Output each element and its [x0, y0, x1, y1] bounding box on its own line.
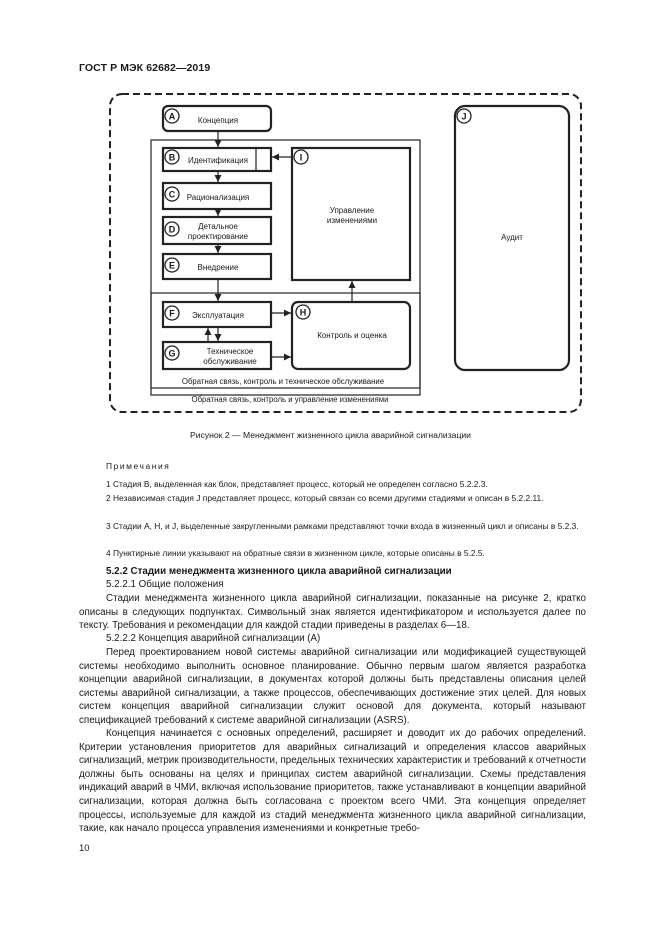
paragraph: Перед проектированием новой системы авар… — [79, 647, 586, 726]
stage-i-letter: I — [300, 153, 303, 163]
paragraph: Концепция начинается с основных определе… — [79, 728, 586, 835]
stage-j-box — [453, 104, 571, 372]
stage-e-label: Внедрение — [198, 263, 239, 272]
stage-a-box — [161, 104, 273, 133]
inner-loop-label: Обратная связь, контроль и техническое о… — [182, 377, 384, 386]
stage-h-letter: H — [300, 308, 307, 318]
stage-e-marker — [164, 257, 180, 273]
stage-g-label-line2: обслуживание — [203, 357, 257, 366]
note-item: 1 Стадия B, выделенная как блок, предста… — [106, 479, 488, 489]
stage-b-letter: B — [169, 153, 176, 163]
stage-f-label: Эксплуатация — [192, 311, 244, 320]
outer-loop-label: Обратная связь, контроль и управление из… — [192, 395, 389, 404]
stage-c-box — [161, 181, 273, 211]
note-item: 2 Независимая стадия J представляет проц… — [106, 493, 544, 503]
subsection-heading: 5.2.2.2 Концепция аварийной сигнализации… — [106, 633, 321, 644]
stage-j-label: Аудит — [501, 233, 523, 242]
notes-heading: Примечания — [106, 461, 171, 471]
stage-h-marker — [295, 304, 311, 320]
stage-d-label-line2: проектирование — [188, 232, 249, 241]
stage-a-marker — [164, 108, 180, 124]
lifecycle-frame — [150, 139, 421, 396]
stage-b-label: Идентификация — [188, 156, 248, 165]
stage-g-label-line1: Техническое — [207, 347, 254, 356]
stage-f-letter: F — [169, 309, 175, 319]
stage-i-label-line1: Управление — [330, 206, 375, 215]
stage-c-letter: C — [169, 190, 176, 200]
stage-a-label: Концепция — [198, 116, 238, 125]
stage-b-marker — [164, 149, 180, 165]
stage-f-marker — [164, 305, 180, 321]
stage-d-marker — [164, 221, 180, 237]
section-heading: 5.2.2 Стадии менеджмента жизненного цикл… — [106, 566, 452, 577]
operations-frame — [150, 292, 421, 389]
subsection-heading: 5.2.2.1 Общие положения — [106, 579, 224, 590]
stage-e-letter: E — [169, 261, 175, 271]
stage-c-label: Рационализация — [187, 193, 250, 202]
stage-g-box — [161, 340, 273, 371]
stage-e-box — [161, 252, 273, 281]
stage-h-box — [290, 300, 412, 371]
stage-i-label-line2: изменениями — [327, 216, 377, 225]
stage-j-marker — [456, 108, 472, 124]
stage-a-letter: A — [169, 112, 176, 122]
stage-f-box — [161, 300, 273, 329]
paragraph: Стадии менеджмента жизненного цикла авар… — [79, 593, 586, 632]
page-number: 10 — [79, 843, 90, 854]
note-item: 4 Пунктирные линии указывают на обратные… — [106, 548, 485, 558]
stage-g-letter: G — [168, 349, 175, 359]
stage-d-letter: D — [169, 225, 176, 235]
document-header: ГОСТ Р МЭК 62682—2019 — [79, 62, 211, 74]
stage-i-box — [290, 146, 412, 282]
note-item: 3 Стадии A, H, и J, выделенные закруглен… — [106, 521, 579, 531]
stage-d-label-line1: Детальное — [198, 222, 238, 231]
stage-j-letter: J — [461, 112, 466, 122]
stage-i-marker — [293, 149, 309, 165]
outer-feedback-frame — [109, 93, 582, 413]
figure-caption: Рисунок 2 — Менеджмент жизненного цикла … — [190, 430, 471, 440]
stage-d-box — [161, 215, 273, 246]
stage-c-marker — [164, 186, 180, 202]
stage-b-box — [161, 146, 273, 173]
lifecycle-diagram: A Концепция B Идентификация C Рационализ… — [109, 93, 582, 413]
stage-g-marker — [164, 345, 180, 361]
stage-h-label: Контроль и оценка — [317, 331, 387, 340]
